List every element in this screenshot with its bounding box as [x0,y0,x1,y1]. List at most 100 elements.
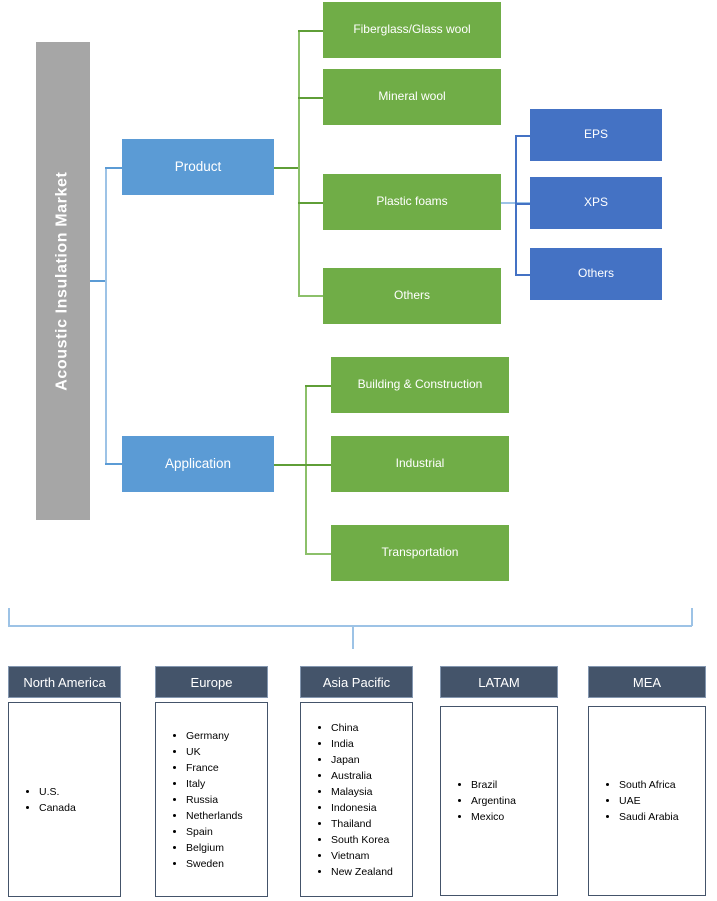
connector-product-spine [298,30,300,296]
connector-root-spine [105,167,107,464]
root-market-label: Acoustic Insulation Market [53,171,71,391]
region-header-europe-label: Europe [190,674,233,690]
list-item: Malaysia [331,784,412,800]
connector-root-stem [90,280,106,282]
segment-application[interactable]: Application [122,436,274,492]
list-item: UAE [619,793,705,809]
plastic-foam-type-others[interactable]: Others [530,248,662,300]
connector-product-to-fiberglass [298,30,324,32]
product-child-plastic-foams[interactable]: Plastic foams [323,174,501,230]
list-item: Belgium [186,840,267,856]
connector-application-spine [305,385,307,554]
plastic-foam-type-eps-label: EPS [583,127,608,142]
connector-plastic-foams-to-xps [515,203,532,205]
connector-application-to-transportation [305,553,332,555]
application-child-transportation[interactable]: Transportation [331,525,509,581]
region-header-north-america[interactable]: North America [8,666,121,698]
plastic-foam-type-others-label: Others [577,266,614,281]
connector-plastic-foams-to-others [515,274,532,276]
list-item: Spain [186,824,267,840]
region-header-asia-pacific-label: Asia Pacific [322,674,391,690]
connector-application-to-building [305,385,332,387]
product-child-fiberglass[interactable]: Fiberglass/Glass wool [323,2,501,58]
region-country-list: South Africa UAE Saudi Arabia [589,777,705,825]
connector-plastic-foams-spine [515,135,517,275]
application-child-building-construction[interactable]: Building & Construction [331,357,509,413]
list-item: Vietnam [331,848,412,864]
region-country-list: U.S. Canada [9,784,120,816]
connector-product-stem [274,167,300,169]
connector-product-to-others [298,295,324,297]
list-item: U.S. [39,784,120,800]
connector-product-to-plastic-foams [298,202,324,204]
list-item: Japan [331,752,412,768]
list-item: Sweden [186,856,267,872]
connector-plastic-foams-to-eps [515,135,532,137]
list-item: Saudi Arabia [619,809,705,825]
segment-product-label: Product [174,159,222,175]
region-header-mea[interactable]: MEA [588,666,706,698]
list-item: Netherlands [186,808,267,824]
region-column-north-america: North America U.S. Canada [8,666,121,897]
plastic-foam-type-xps[interactable]: XPS [530,177,662,229]
region-bracket-center-stem [352,625,354,649]
list-item: Thailand [331,816,412,832]
region-header-north-america-label: North America [23,674,106,690]
region-header-latam-label: LATAM [478,674,520,690]
list-item: UK [186,744,267,760]
region-list-europe: Germany UK France Italy Russia Netherlan… [155,702,268,897]
region-bracket-left-tick [8,608,10,626]
list-item: Indonesia [331,800,412,816]
region-country-list: China India Japan Australia Malaysia Ind… [301,720,412,880]
list-item: France [186,760,267,776]
application-child-transportation-label: Transportation [381,545,459,560]
connector-product-to-mineral-wool [298,97,324,99]
segment-application-label: Application [164,456,232,472]
plastic-foam-type-xps-label: XPS [583,195,608,210]
application-child-building-construction-label: Building & Construction [357,377,483,392]
connector-application-stem [274,464,307,466]
connector-application-to-industrial [305,464,332,466]
product-child-fiberglass-label: Fiberglass/Glass wool [353,22,471,37]
list-item: South Korea [331,832,412,848]
region-list-latam: Brazil Argentina Mexico [440,706,558,896]
plastic-foam-type-eps[interactable]: EPS [530,109,662,161]
list-item: Australia [331,768,412,784]
product-child-mineral-wool-label: Mineral wool [378,89,446,104]
connector-root-to-application [105,463,123,465]
product-child-plastic-foams-label: Plastic foams [376,194,448,209]
region-country-list: Germany UK France Italy Russia Netherlan… [156,728,267,872]
list-item: China [331,720,412,736]
region-header-mea-label: MEA [632,674,662,690]
application-child-industrial[interactable]: Industrial [331,436,509,492]
region-list-mea: South Africa UAE Saudi Arabia [588,706,706,896]
connector-root-to-product [105,167,123,169]
region-bracket-right-tick [691,608,693,626]
region-country-list: Brazil Argentina Mexico [441,777,557,825]
region-column-europe: Europe Germany UK France Italy Russia Ne… [155,666,268,897]
product-child-mineral-wool[interactable]: Mineral wool [323,69,501,125]
list-item: South Africa [619,777,705,793]
product-child-others-label: Others [393,288,430,303]
root-market-bar: Acoustic Insulation Market [36,42,90,520]
list-item: Brazil [471,777,557,793]
list-item: Italy [186,776,267,792]
region-list-asia-pacific: China India Japan Australia Malaysia Ind… [300,702,413,897]
list-item: Argentina [471,793,557,809]
list-item: Russia [186,792,267,808]
segment-product[interactable]: Product [122,139,274,195]
list-item: New Zealand [331,864,412,880]
region-header-latam[interactable]: LATAM [440,666,558,698]
region-list-north-america: U.S. Canada [8,702,121,897]
list-item: Canada [39,800,120,816]
region-column-mea: MEA South Africa UAE Saudi Arabia [588,666,706,896]
region-column-latam: LATAM Brazil Argentina Mexico [440,666,558,896]
region-header-europe[interactable]: Europe [155,666,268,698]
region-bracket-horizontal [8,625,692,627]
region-header-asia-pacific[interactable]: Asia Pacific [300,666,413,698]
list-item: Germany [186,728,267,744]
region-column-asia-pacific: Asia Pacific China India Japan Australia… [300,666,413,897]
list-item: India [331,736,412,752]
product-child-others[interactable]: Others [323,268,501,324]
